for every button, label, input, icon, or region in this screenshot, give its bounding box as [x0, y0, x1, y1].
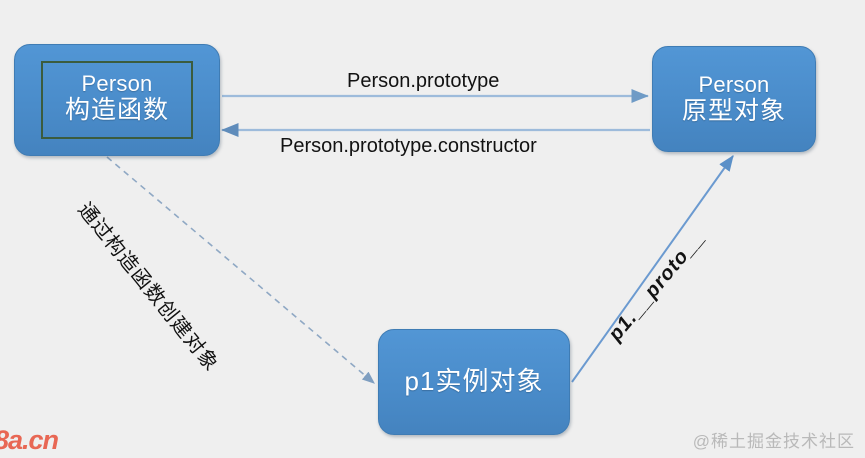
- node-person-constructor-text: Person 构造函数: [40, 60, 193, 140]
- edge-label-proto: p1.__proto__: [604, 226, 709, 346]
- node-person-prototype-text: Person 原型对象: [681, 71, 786, 126]
- node-label-line2: 原型对象: [681, 97, 786, 126]
- node-label-line2: 构造函数: [64, 96, 169, 125]
- watermark-left: 8a.cn: [0, 425, 59, 455]
- edge-label-constructor: Person.prototype.constructor: [280, 135, 537, 157]
- node-person-constructor[interactable]: Person 构造函数: [14, 44, 220, 156]
- watermark-right: @稀土掘金技术社区: [692, 432, 855, 451]
- node-label-line1: Person: [81, 70, 153, 96]
- node-label: p1实例对象: [404, 366, 544, 397]
- node-label-line1: Person: [698, 71, 770, 97]
- node-p1-instance-text: p1实例对象: [405, 367, 544, 396]
- edge-proto: [571, 155, 734, 383]
- edge-label-prototype: Person.prototype: [347, 70, 500, 92]
- node-person-prototype[interactable]: Person 原型对象: [652, 46, 816, 152]
- node-p1-instance[interactable]: p1实例对象: [378, 329, 570, 435]
- edge-label-create-object: 通过构造函数创建对象: [73, 198, 223, 376]
